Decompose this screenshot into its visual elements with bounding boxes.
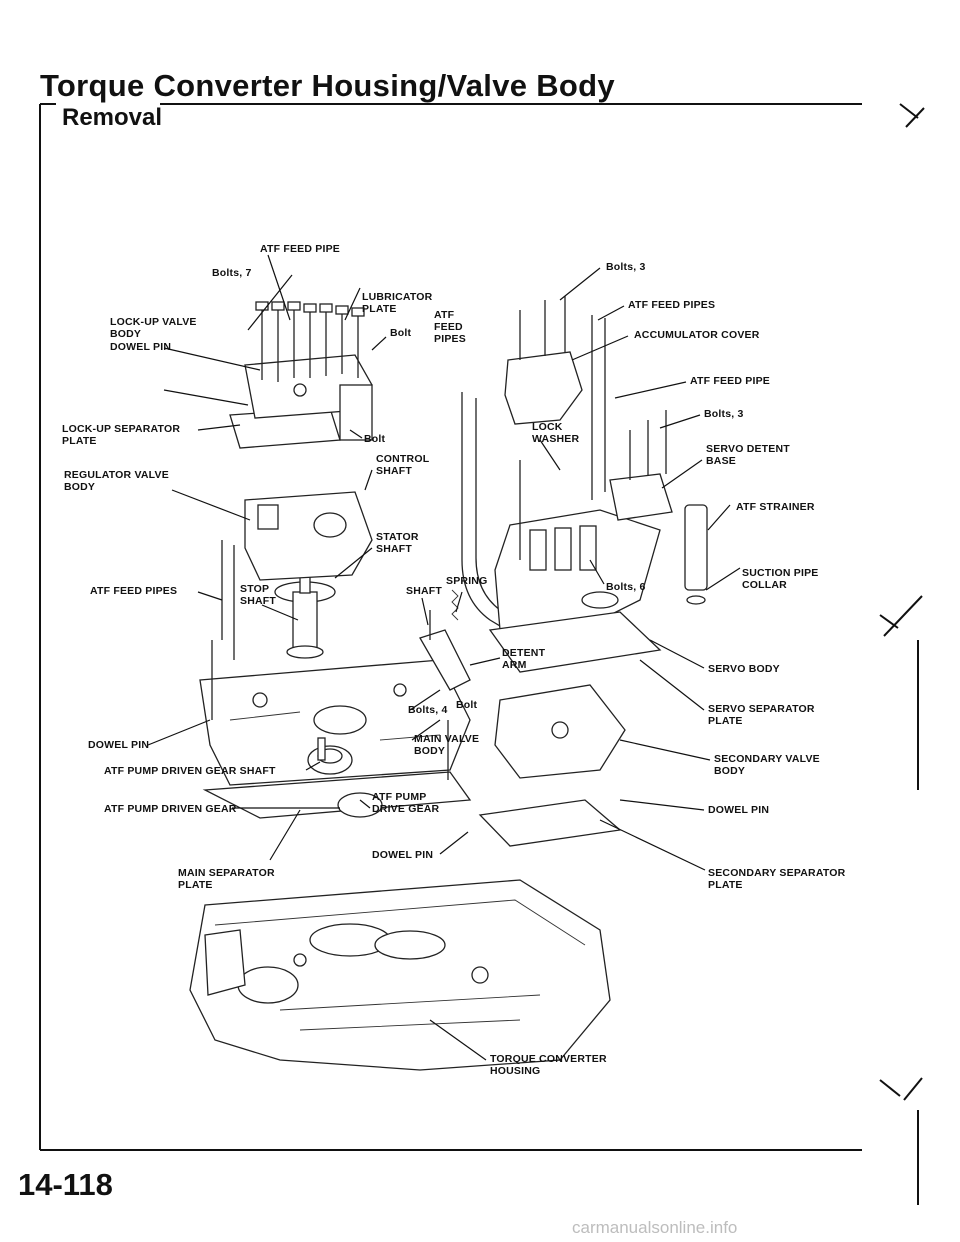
servo-separator-plate-drawing	[488, 611, 662, 673]
label-dowel-pin-right: DOWEL PIN	[708, 804, 769, 816]
callout-labels: ATF FEED PIPE Bolts, 7 Bolts, 3 LUBRICAT…	[62, 243, 846, 1077]
label-atf-pump-driven-gear: ATF PUMP DRIVEN GEAR	[104, 803, 237, 815]
secondary-separator-plate-drawing	[478, 799, 622, 847]
page-frame	[39, 103, 925, 1205]
label-servo-body: SERVO BODY	[708, 663, 780, 675]
label-atf-feed-pipes-top: ATF FEED PIPES	[628, 299, 715, 311]
label-shaft: SHAFT	[406, 585, 442, 597]
atf-pump-gear-drawing	[307, 737, 383, 818]
label-bolt-upper: Bolt	[390, 327, 412, 339]
label-accumulator-cover: ACCUMULATOR COVER	[634, 329, 760, 341]
main-separator-plate-drawing	[202, 771, 472, 819]
label-dowel-pin-center: DOWEL PIN	[372, 849, 433, 861]
servo-body-drawing	[494, 509, 661, 641]
atf-feed-pipes-left-drawing	[211, 540, 235, 720]
detent-arm-drawing	[419, 589, 471, 691]
label-atf-feed-pipe-top: ATF FEED PIPE	[260, 243, 340, 255]
label-bolts-7: Bolts, 7	[212, 267, 252, 279]
torque-converter-housing-drawing	[189, 879, 611, 1071]
lock-up-valve-body-drawing	[244, 354, 373, 441]
label-atf-pump-driven-gear-shaft: ATF PUMP DRIVEN GEAR SHAFT	[104, 765, 276, 777]
lock-up-bolts-drawing	[255, 301, 365, 382]
leader-lines	[147, 254, 741, 1061]
label-bolts-6: Bolts, 6	[606, 581, 646, 593]
accumulator-cover-drawing	[504, 296, 583, 425]
label-bolt-mid: Bolt	[364, 433, 386, 445]
label-dowel-pin-left: DOWEL PIN	[88, 739, 149, 751]
atf-feed-pipes-right-drawing	[519, 315, 606, 560]
page-title: Torque Converter Housing/Valve Body	[40, 68, 615, 103]
stator-shaft-drawing	[274, 574, 336, 659]
atf-strainer-drawing	[684, 504, 708, 605]
label-atf-feed-pipe-right: ATF FEED PIPE	[690, 375, 770, 387]
label-atf-strainer: ATF STRAINER	[736, 501, 815, 513]
secondary-valve-body-drawing	[494, 684, 626, 779]
label-bolts-3-top: Bolts, 3	[606, 261, 646, 273]
main-valve-body-drawing	[199, 659, 471, 786]
label-bolt-lower: Bolt	[456, 699, 478, 711]
regulator-valve-body-drawing	[244, 491, 373, 581]
label-dowel-pin-upper: DOWEL PIN	[110, 341, 171, 353]
label-spring: SPRING	[446, 575, 487, 587]
page-number: 14-118	[18, 1167, 113, 1202]
section-heading: Removal	[62, 104, 163, 131]
watermark: carmanualsonline.info	[572, 1218, 738, 1237]
label-bolts-3-mid: Bolts, 3	[704, 408, 744, 420]
label-atf-feed-pipes-left: ATF FEED PIPES	[90, 585, 177, 597]
servo-detent-base-drawing	[609, 410, 673, 521]
label-bolts-4: Bolts, 4	[408, 704, 448, 716]
